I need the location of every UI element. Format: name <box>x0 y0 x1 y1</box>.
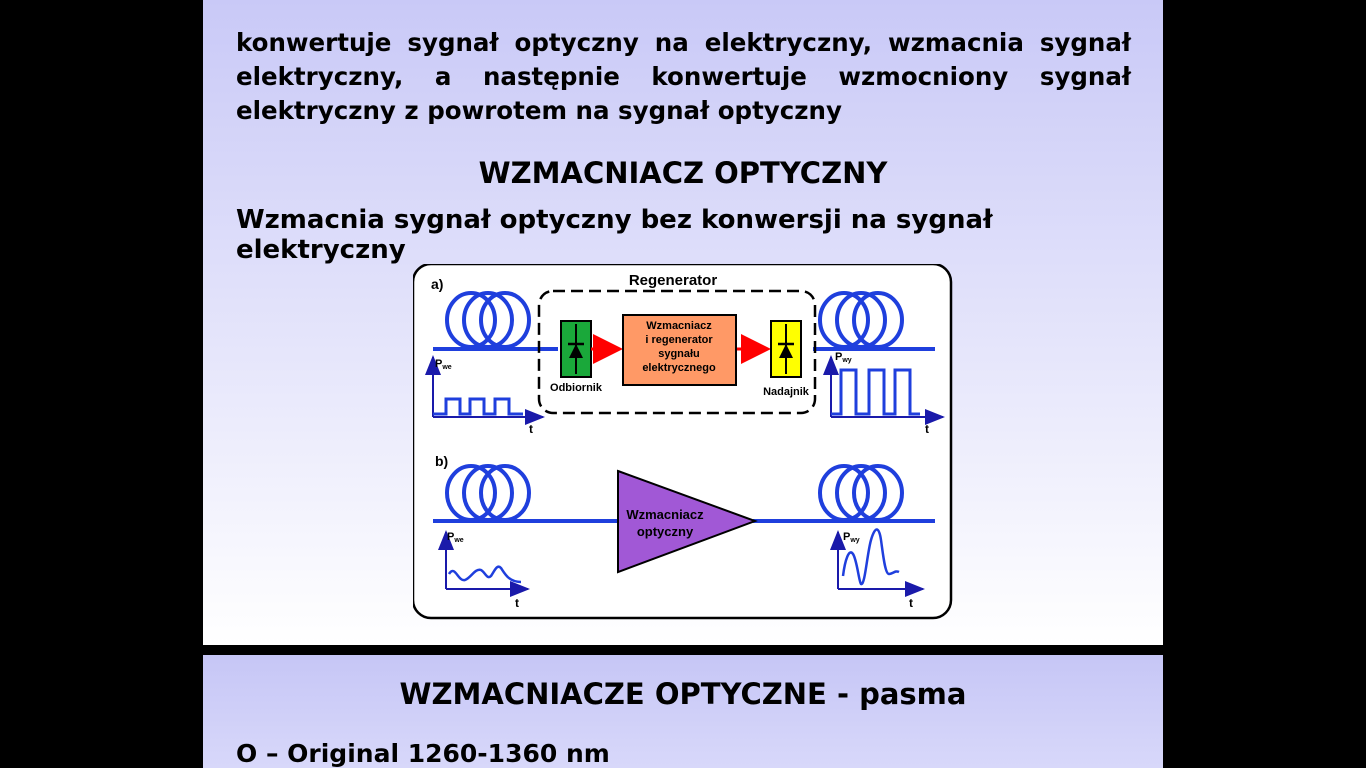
p-out-label-b: Pwy <box>843 531 860 544</box>
input-signal-graph-b <box>438 530 530 597</box>
fiber-coil-output-a <box>818 291 904 349</box>
regenerator-label: Regenerator <box>629 272 718 289</box>
electrical-box-line3: sygnału <box>658 348 700 360</box>
amplifier-label-line2: optyczny <box>637 524 694 539</box>
output-pulse-graph-a <box>823 355 945 425</box>
band-o-line: O – Original 1260-1360 nm <box>236 739 610 768</box>
transmitter-laser <box>770 320 802 378</box>
p-out-label-a: Pwy <box>835 351 852 364</box>
input-pulse-graph-a <box>425 355 545 425</box>
fiber-coil-output-b <box>818 464 904 522</box>
p-in-label-b: Pwe <box>447 531 464 544</box>
diagram-frame <box>413 264 953 620</box>
panel-b-label: b) <box>435 453 448 469</box>
fiber-coil-input-a <box>445 291 531 349</box>
intro-paragraph: konwertuje sygnał optyczny na elektryczn… <box>236 28 1131 125</box>
regenerator-box <box>537 289 817 415</box>
amplifier-diagram: a) Regenerator Odbiornik <box>413 264 953 620</box>
output-signal-graph-b <box>830 528 925 597</box>
electrical-box-line1: Wzmacniacz <box>646 320 712 332</box>
panel-a-label: a) <box>431 276 443 292</box>
time-label-b-in: t <box>515 596 519 610</box>
transmitter-label: Nadajnik <box>763 386 810 398</box>
electrical-box-line2: i regenerator <box>645 334 713 346</box>
electrical-regenerator-box <box>622 314 737 386</box>
time-label-a-out: t <box>925 422 929 436</box>
amplifier-label-line1: Wzmacniacz <box>626 507 704 522</box>
fiber-coil-input-b <box>445 464 531 522</box>
slide-next: WZMACNIACZE OPTYCZNE - pasma O – Origina… <box>203 655 1163 768</box>
section-subheading: Wzmacnia sygnał optyczny bez konwersji n… <box>236 205 993 265</box>
section-heading: WZMACNIACZ OPTYCZNY <box>478 156 888 190</box>
time-label-a-in: t <box>529 422 533 436</box>
p-in-label-a: Pwe <box>435 358 452 371</box>
receiver-label: Odbiornik <box>550 382 603 394</box>
electrical-box-line4: elektrycznego <box>642 362 716 374</box>
time-label-b-out: t <box>909 596 913 610</box>
slide-current: konwertuje sygnał optyczny na elektryczn… <box>203 0 1163 645</box>
receiver-photodiode <box>560 320 592 378</box>
next-slide-heading: WZMACNIACZE OPTYCZNE - pasma <box>399 677 967 711</box>
optical-amplifier-triangle <box>617 469 758 574</box>
